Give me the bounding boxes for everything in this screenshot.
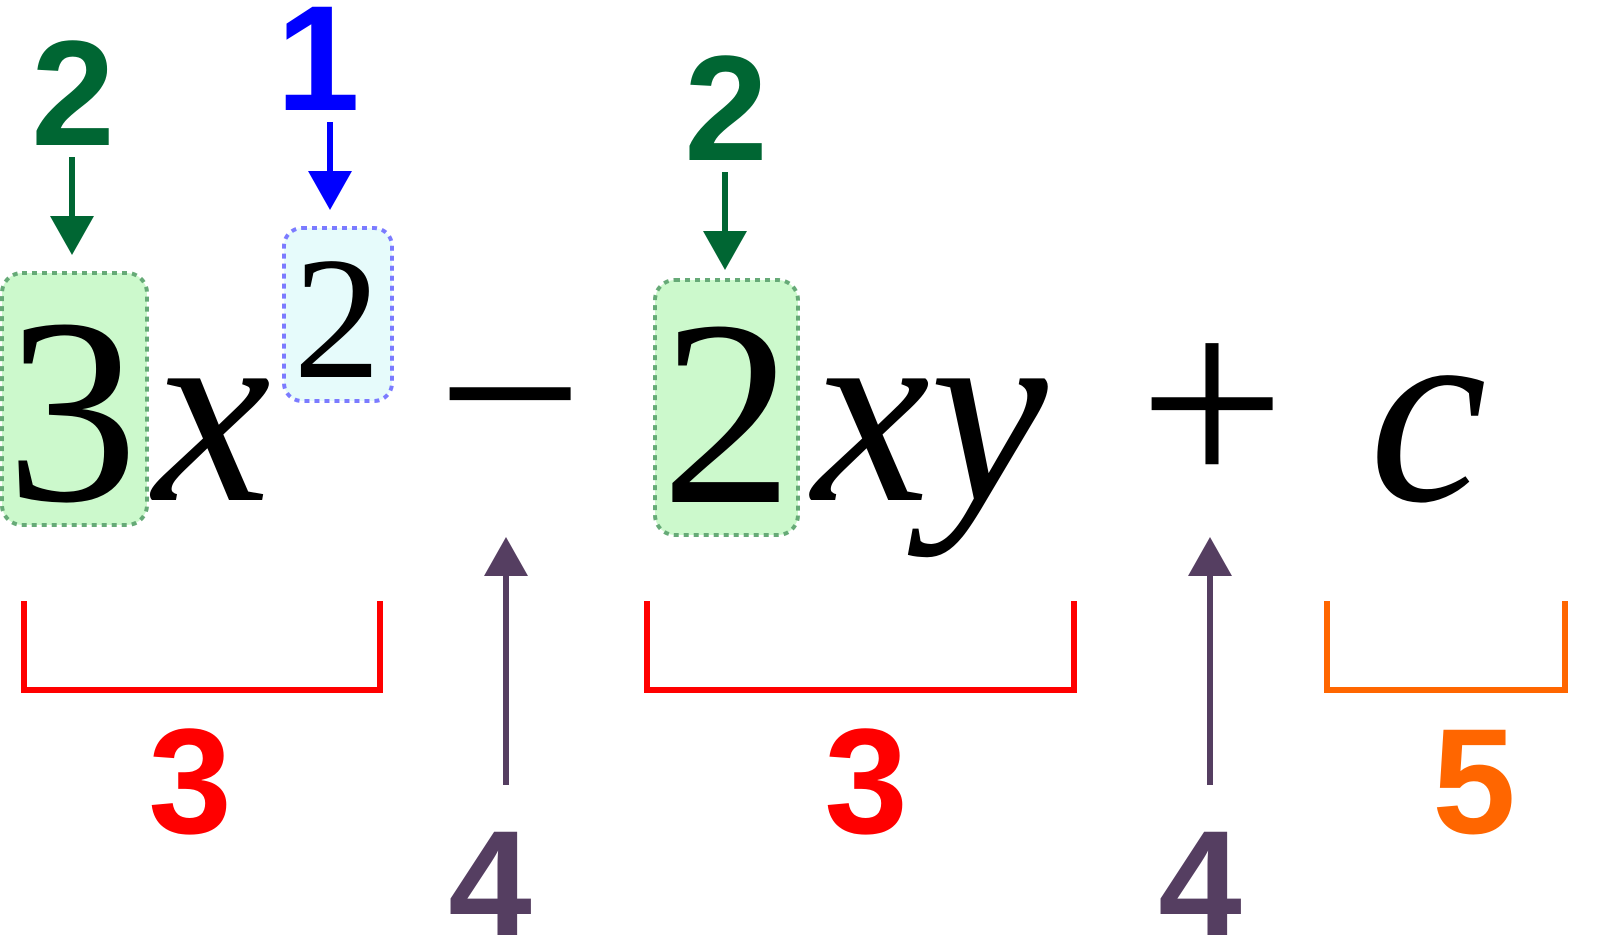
coefficient-marker-2: 2 <box>684 24 767 192</box>
operator-arrow-1 <box>484 537 528 785</box>
operator-arrow-2 <box>1188 537 1232 785</box>
exponent-highlight <box>282 226 394 403</box>
coefficient-arrow-1 <box>50 157 94 255</box>
term-bracket-1 <box>21 601 383 693</box>
term-bracket-2 <box>644 601 1077 693</box>
exponent-marker: 1 <box>276 0 359 142</box>
term-marker-2: 3 <box>824 697 907 865</box>
coefficient-highlight-2 <box>653 278 800 537</box>
operator-marker-2: 4 <box>1158 799 1241 935</box>
exponent-arrow <box>308 122 352 210</box>
coefficient-arrow-2 <box>703 172 747 270</box>
exponent-text: 2 <box>293 221 381 415</box>
constant-marker: 5 <box>1432 697 1515 865</box>
constant-text: c <box>1369 265 1487 558</box>
coefficient-2-text: 2 <box>661 267 794 560</box>
coefficient-highlight-1 <box>0 271 149 527</box>
term-marker-1: 3 <box>148 697 231 865</box>
variables-2-text: xy <box>808 265 1050 558</box>
variable-1-text: x <box>149 265 271 558</box>
operator-1-text: − <box>437 249 584 537</box>
coefficient-marker-1: 2 <box>31 9 114 177</box>
constant-bracket <box>1324 601 1568 693</box>
coefficient-1-text: 3 <box>6 265 139 558</box>
operator-2-text: + <box>1139 259 1286 547</box>
operator-marker-1: 4 <box>448 799 531 935</box>
